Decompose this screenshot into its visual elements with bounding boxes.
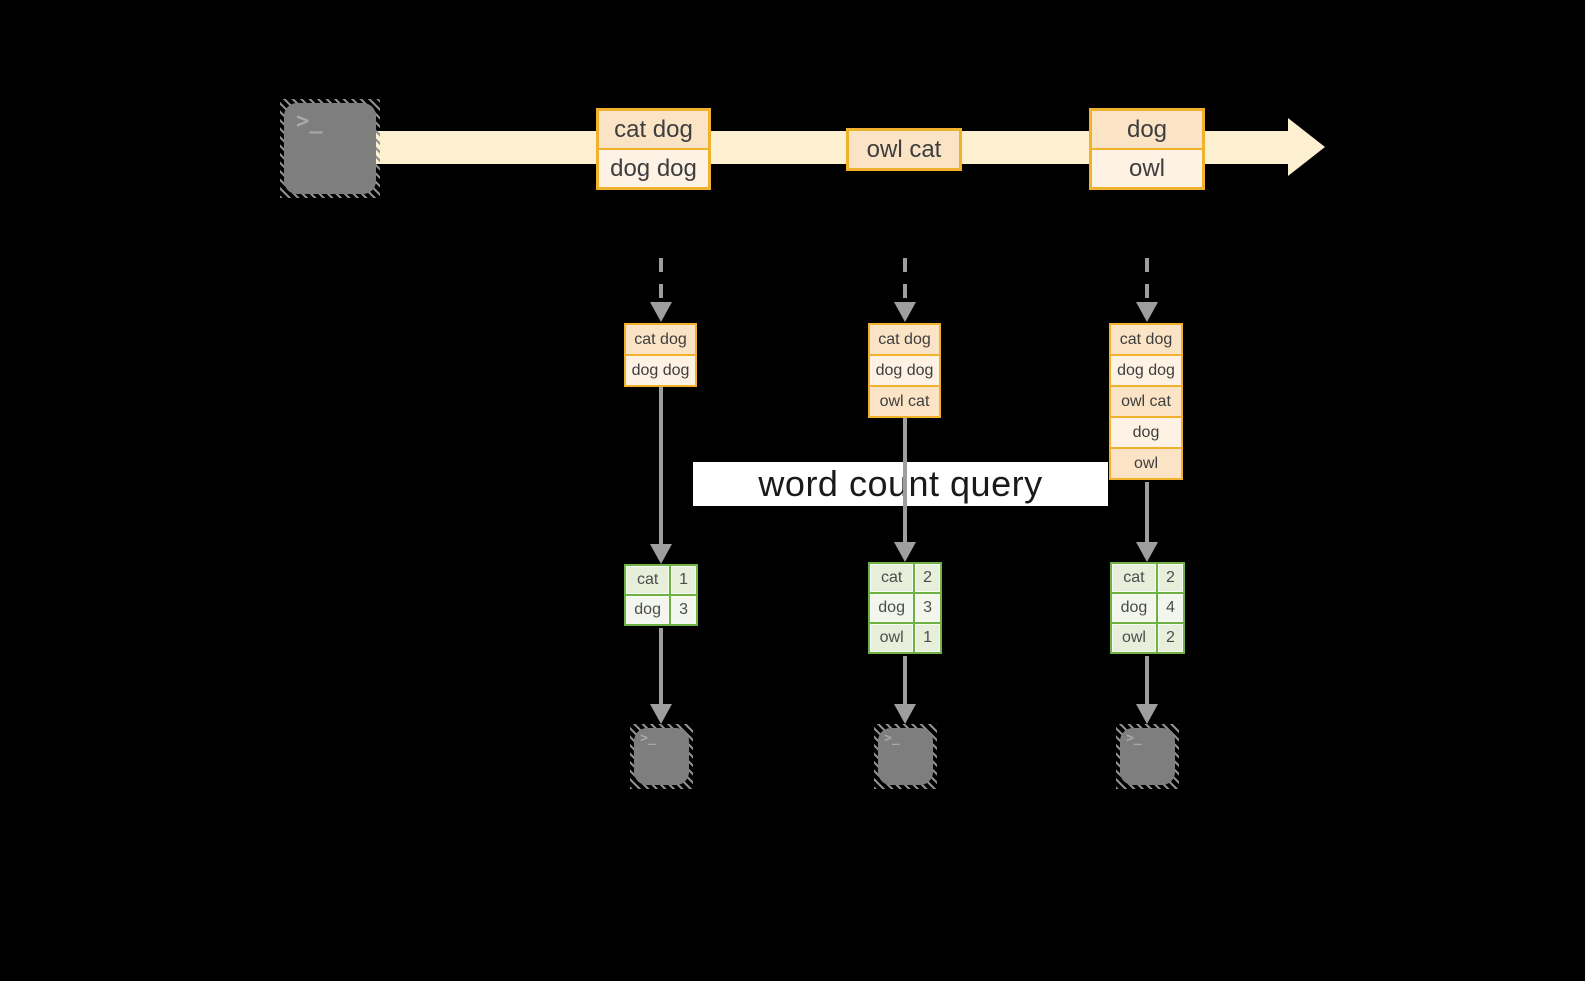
buffer-row: owl cat <box>870 387 939 416</box>
sink-arrow-head-2-icon <box>894 704 916 724</box>
buffer-stack-1: cat dog dog dog <box>624 323 697 387</box>
count-value-cell: 2 <box>915 564 940 592</box>
terminal-prompt-glyph: >_ <box>884 730 900 746</box>
count-value-cell: 1 <box>671 566 696 594</box>
count-word-cell: owl <box>870 624 914 652</box>
terminal-body <box>634 728 689 785</box>
ingest-arrow-line-3 <box>1145 258 1149 304</box>
query-arrow-head-1-icon <box>650 544 672 564</box>
count-value-cell: 3 <box>671 596 696 624</box>
count-word-cell: cat <box>870 564 914 592</box>
query-arrow-line-3 <box>1145 482 1149 542</box>
terminal-body <box>1120 728 1175 785</box>
count-word-cell: cat <box>1112 564 1156 592</box>
sink-terminal-3-icon: >_ <box>1116 724 1179 789</box>
ingest-arrow-line-1 <box>659 258 663 304</box>
count-value-cell: 4 <box>1157 594 1183 622</box>
query-label: word count query <box>758 463 1043 504</box>
buffer-row: dog <box>1111 418 1181 447</box>
count-table-1: cat 1 dog 3 <box>624 564 698 626</box>
buffer-row: dog dog <box>1111 356 1181 385</box>
ingest-arrow-head-3-icon <box>1136 302 1158 322</box>
count-table-2: cat 2 dog 3 owl 1 <box>868 562 942 654</box>
buffer-row: dog dog <box>870 356 939 385</box>
terminal-body <box>284 103 376 194</box>
count-word-cell: cat <box>626 566 670 594</box>
sink-terminal-2-icon: >_ <box>874 724 937 789</box>
event-line: owl cat <box>849 131 959 168</box>
buffer-row: owl <box>1111 449 1181 478</box>
stream-arrow-head-icon <box>1288 118 1325 176</box>
count-word-cell: owl <box>1112 624 1156 652</box>
sink-arrow-line-2 <box>903 656 907 704</box>
event-line: dog <box>1092 111 1202 148</box>
sink-terminal-1-icon: >_ <box>630 724 693 789</box>
count-value-cell: 1 <box>915 624 940 652</box>
sink-arrow-head-1-icon <box>650 704 672 724</box>
count-value-cell: 3 <box>915 594 940 622</box>
query-arrow-head-2-icon <box>894 542 916 562</box>
ingest-arrow-line-2 <box>903 258 907 304</box>
count-table-3: cat 2 dog 4 owl 2 <box>1110 562 1185 654</box>
sink-arrow-line-1 <box>659 628 663 704</box>
count-word-cell: dog <box>1112 594 1156 622</box>
query-arrow-head-3-icon <box>1136 542 1158 562</box>
count-value-cell: 2 <box>1157 624 1183 652</box>
buffer-row: cat dog <box>870 325 939 354</box>
count-word-cell: dog <box>870 594 914 622</box>
stream-event-1: cat dog dog dog <box>596 108 711 190</box>
terminal-prompt-glyph: >_ <box>640 730 656 746</box>
sink-arrow-line-3 <box>1145 656 1149 704</box>
stream-event-3: dog owl <box>1089 108 1205 190</box>
ingest-arrow-head-1-icon <box>650 302 672 322</box>
buffer-row: dog dog <box>626 356 695 385</box>
terminal-body <box>878 728 933 785</box>
count-word-cell: dog <box>626 596 670 624</box>
stream-event-2: owl cat <box>846 128 962 171</box>
source-terminal-icon: >_ <box>280 99 380 198</box>
query-arrow-line-1 <box>659 387 663 544</box>
buffer-row: owl cat <box>1111 387 1181 416</box>
ingest-arrow-head-2-icon <box>894 302 916 322</box>
buffer-row: cat dog <box>626 325 695 354</box>
query-band: word count query <box>693 462 1108 506</box>
terminal-prompt-glyph: >_ <box>1126 730 1142 746</box>
count-value-cell: 2 <box>1157 564 1183 592</box>
buffer-stack-3: cat dog dog dog owl cat dog owl <box>1109 323 1183 480</box>
event-line: dog dog <box>599 150 708 187</box>
event-line: owl <box>1092 150 1202 187</box>
event-line: cat dog <box>599 111 708 148</box>
terminal-prompt-glyph: >_ <box>296 108 323 134</box>
buffer-stack-2: cat dog dog dog owl cat <box>868 323 941 418</box>
buffer-row: cat dog <box>1111 325 1181 354</box>
query-arrow-line-2 <box>903 418 907 542</box>
sink-arrow-head-3-icon <box>1136 704 1158 724</box>
